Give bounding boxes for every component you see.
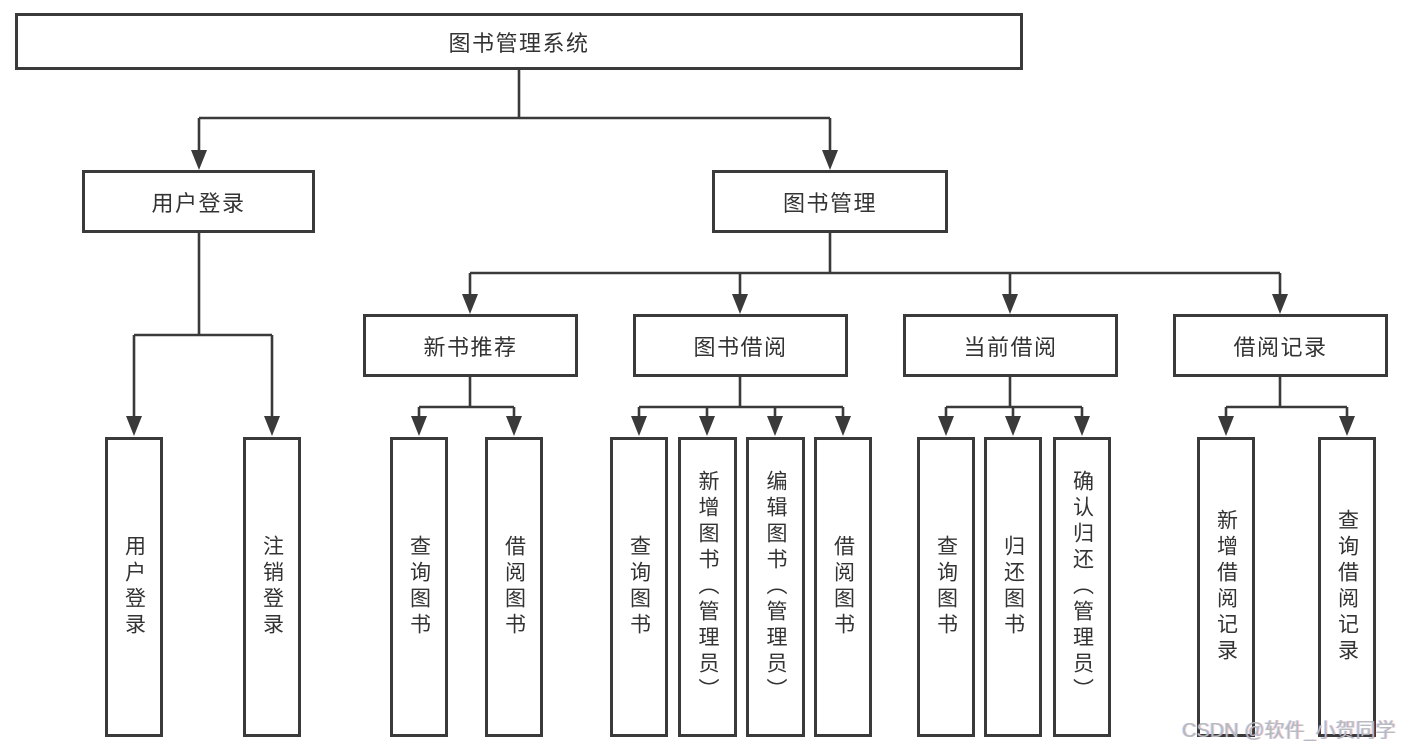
node-book-management: 图书管理: [712, 170, 948, 233]
leaf-return-books: 归还图书: [984, 437, 1042, 737]
csdn-watermark: CSDN @软件_小贺同学: [1182, 720, 1396, 742]
leaf-logout: 注销登录: [243, 437, 301, 737]
node-label: 借阅记录: [1233, 334, 1328, 360]
leaf-query-books-current: 查询图书: [917, 437, 975, 737]
leaf-edit-books-admin: 编辑图书（管理员）: [746, 437, 805, 737]
node-new-book-recommend: 新书推荐: [363, 314, 578, 377]
connector-current-borrow-to-leaves: [944, 377, 1084, 417]
node-current-borrow: 当前借阅: [903, 314, 1118, 377]
node-label: 新增图书（管理员）: [696, 470, 719, 704]
leaf-query-books-borrow: 查询图书: [610, 437, 668, 737]
leaf-add-books-admin: 新增图书（管理员）: [678, 437, 737, 737]
node-label: 编辑图书（管理员）: [764, 470, 787, 704]
node-label: 查询借阅记录: [1335, 509, 1359, 665]
leaf-borrow-books-recommend: 借阅图书: [485, 437, 543, 737]
leaf-confirm-return-admin: 确认归还（管理员）: [1053, 437, 1111, 737]
node-label: 确认归还（管理员）: [1070, 470, 1094, 704]
node-label: 新书推荐: [423, 334, 518, 360]
connector-root-to-level2: [197, 70, 832, 152]
connector-borrow-records-to-leaves: [1224, 377, 1349, 417]
node-label: 当前借阅: [963, 334, 1058, 360]
node-label: 借阅图书: [831, 535, 855, 639]
connector-book-borrow-to-leaves: [637, 377, 845, 417]
node-label: 注销登录: [260, 535, 284, 639]
node-root-system: 图书管理系统: [15, 13, 1023, 70]
node-label: 借阅图书: [502, 535, 526, 639]
node-label: 图书管理系统: [448, 30, 590, 56]
connector-book-management-to-level3: [468, 233, 1282, 295]
leaf-add-borrow-record: 新增借阅记录: [1197, 437, 1255, 737]
leaf-user-login: 用户登录: [105, 437, 163, 737]
leaf-query-books-recommend: 查询图书: [390, 437, 448, 737]
leaf-query-borrow-record: 查询借阅记录: [1318, 437, 1376, 737]
connector-user-login-to-leaves: [132, 233, 274, 417]
node-label: 查询图书: [934, 535, 958, 639]
node-book-borrow: 图书借阅: [633, 314, 848, 377]
node-label: 用户登录: [151, 190, 246, 216]
node-label: 新增借阅记录: [1214, 509, 1238, 665]
connector-new-book-to-leaves: [417, 377, 516, 417]
node-label: 图书借阅: [693, 334, 788, 360]
node-borrow-records: 借阅记录: [1173, 314, 1388, 377]
node-label: 查询图书: [407, 535, 431, 639]
leaf-borrow-books: 借阅图书: [814, 437, 872, 737]
node-label: 图书管理: [782, 190, 877, 216]
arrowheads: [126, 150, 1355, 436]
node-user-login: 用户登录: [82, 170, 315, 233]
node-label: 归还图书: [1001, 535, 1025, 639]
node-label: 用户登录: [122, 535, 146, 639]
node-label: 查询图书: [627, 535, 651, 639]
